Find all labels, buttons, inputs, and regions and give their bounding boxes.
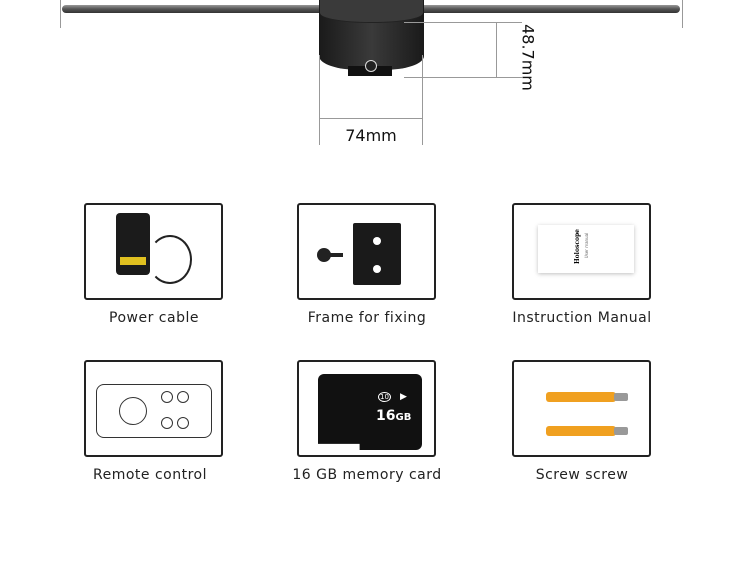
memory-card-box: 10 ▶ 16GB [297, 360, 436, 457]
manual-booklet: Holoscope User manual [538, 225, 634, 273]
frame-label: Frame for fixing [307, 310, 427, 326]
wall-anchor-icon [546, 426, 616, 436]
remote-control-box [84, 360, 223, 457]
power-cable-box [84, 203, 223, 300]
frame-box [297, 203, 436, 300]
power-cable-label: Power cable [109, 310, 199, 326]
screw-icon [317, 248, 331, 262]
remote-control-label: Remote control [93, 467, 207, 483]
power-adapter-icon [116, 213, 150, 275]
screws-label: Screw screw [535, 467, 629, 483]
remote-control-icon [96, 384, 212, 438]
width-dimension: 74mm [345, 126, 397, 145]
memory-card-label: 16 GB memory card [292, 467, 442, 483]
manual-box: Holoscope User manual [512, 203, 651, 300]
memory-card-icon: 10 ▶ 16GB [318, 374, 422, 450]
manual-label: Instruction Manual [512, 310, 652, 326]
power-button-icon [365, 60, 377, 72]
height-dimension: 48.7mm [518, 24, 538, 91]
wall-anchor-icon [546, 392, 616, 402]
fixing-frame-icon [353, 223, 401, 285]
screws-box [512, 360, 651, 457]
